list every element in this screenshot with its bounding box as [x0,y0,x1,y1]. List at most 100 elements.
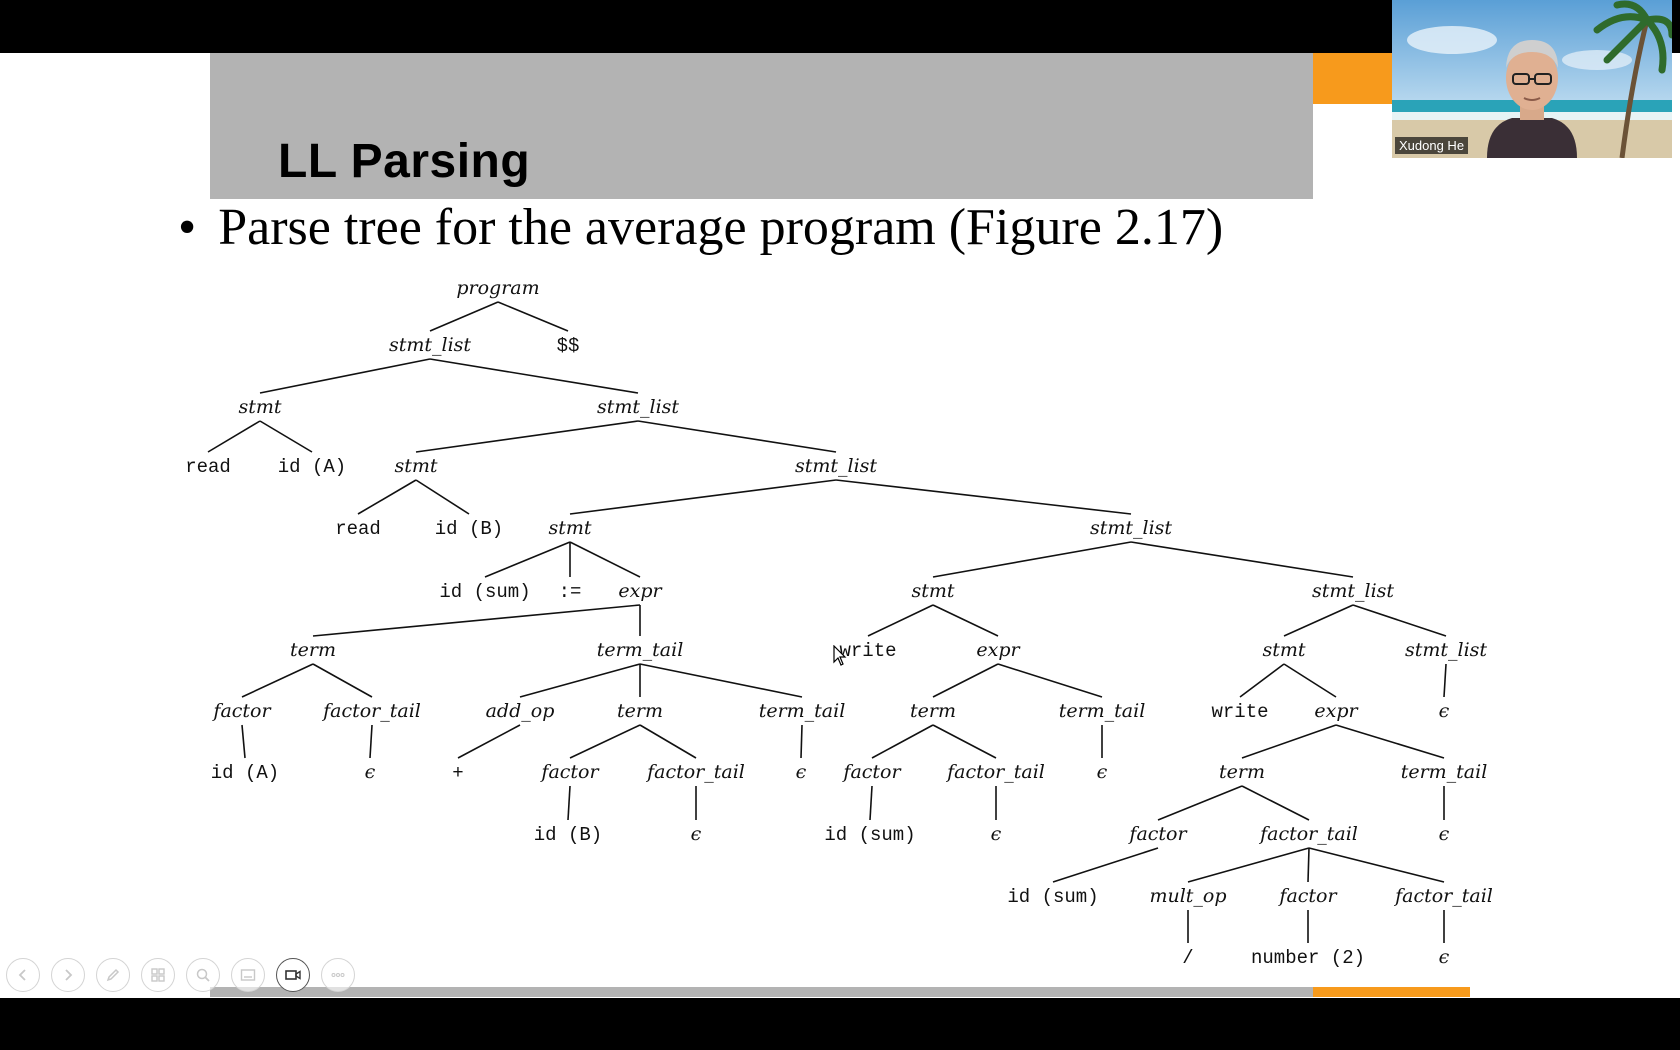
tree-edge [1241,785,1310,821]
tree-node-terminal: id (A) [278,456,346,478]
tree-edge [871,724,934,759]
pen-button[interactable] [96,958,130,992]
tree-node-nonterminal: expr [618,580,663,602]
tree-node-nonterminal: factor [1127,823,1188,845]
tree-edge [835,479,1132,515]
tree-edge [569,724,641,759]
tree-edge [484,541,571,578]
tree-edge [1308,847,1445,883]
tree-node-nonterminal: stmt [394,455,437,477]
tree-node-nonterminal: stmt_list [1090,517,1172,539]
more-options-button[interactable] [321,958,355,992]
tree-node-nonterminal: stmt_list [597,396,679,418]
bullet-text: Parse tree for the average program (Figu… [218,199,1224,256]
tree-node-nonterminal: stmt_list [795,455,877,477]
tree-edge [497,301,569,332]
tree-node-nonterminal: factor [539,761,600,783]
tree-edge [429,301,499,332]
subtitles-button[interactable] [231,958,265,992]
tree-edge [567,785,571,821]
camera-button[interactable] [276,958,310,992]
slide-title: LL Parsing [278,135,531,188]
tree-edge [1130,541,1354,578]
accent-block-bottom [1313,987,1470,997]
tree-node-nonterminal: factor_tail [645,761,745,783]
tree-node-nonterminal: term [617,700,663,722]
prev-slide-button[interactable] [6,958,40,992]
tree-node-nonterminal: ϵ [991,823,1002,845]
slide-grid-button[interactable] [141,958,175,992]
tree-node-nonterminal: term_tail [1059,700,1146,722]
tree-node-nonterminal: stmt [548,517,591,539]
tree-edge [1352,604,1447,637]
tree-edge [569,479,837,515]
tree-edge [312,604,641,637]
tree-node-nonterminal: factor_tail [1258,823,1358,845]
tree-edge [241,663,314,698]
tree-node-nonterminal: mult_op [1149,885,1226,907]
pen-icon [106,968,120,982]
tree-edge [1307,847,1310,883]
tree-node-terminal: id (sum) [439,581,530,603]
ellipsis-icon [331,973,345,977]
tree-node-nonterminal: stmt [1262,639,1305,661]
tree-node-nonterminal: ϵ [365,761,376,783]
next-slide-button[interactable] [51,958,85,992]
magnifier-icon [196,968,210,982]
tree-node-nonterminal: program [456,277,539,299]
tree-node-nonterminal: ϵ [1439,700,1450,722]
tree-edge [1443,663,1447,698]
tree-node-terminal: id (B) [435,518,503,540]
tree-node-nonterminal: factor [211,700,272,722]
zoom-button[interactable] [186,958,220,992]
tree-edge [639,663,803,698]
tree-node-nonterminal: stmt [911,580,954,602]
tree-node-nonterminal: factor [841,761,902,783]
chevron-right-icon [65,969,73,981]
mouse-cursor-icon [833,645,847,666]
tree-node-nonterminal: ϵ [796,761,807,783]
tree-node-terminal: id (A) [211,762,279,784]
slide: LL Parsing •Parse tree for the average p… [0,53,1680,998]
tree-node-terminal: id (sum) [1007,886,1098,908]
tree-edge [800,724,803,759]
participant-name-label: Xudong He [1395,137,1469,154]
tree-node-nonterminal: term [290,639,336,661]
tree-node-terminal: $$ [557,335,580,357]
tree-edge [1241,724,1337,759]
tree-node-nonterminal: stmt [238,396,281,418]
tree-edge [312,663,373,698]
tree-node-nonterminal: stmt_list [389,334,471,356]
tree-node-nonterminal: term_tail [759,700,846,722]
tree-node-nonterminal: factor [1277,885,1338,907]
tree-edge [207,420,261,453]
tree-node-nonterminal: ϵ [691,823,702,845]
tree-node-terminal: id (B) [534,824,602,846]
tree-node-terminal: := [559,581,582,603]
chevron-left-icon [18,969,26,981]
tree-edge [259,420,313,453]
tree-node-terminal: id (sum) [824,824,915,846]
tree-edge [357,479,417,515]
webcam-feed [1392,0,1672,158]
grid-icon [151,968,165,982]
bottom-banner [210,987,1313,997]
tree-node-nonterminal: factor_tail [1393,885,1493,907]
tree-edge [997,663,1103,698]
tree-node-terminal: write [839,640,896,662]
tree-node-nonterminal: term [910,700,956,722]
tree-edge [415,420,639,453]
webcam-video-tile[interactable]: Xudong He [1392,0,1672,158]
tree-edge [1283,663,1337,698]
tree-node-terminal: read [335,518,381,540]
tree-edge [867,604,934,637]
tree-edge [1283,604,1354,637]
tree-node-nonterminal: expr [976,639,1021,661]
tree-node-terminal: / [1182,947,1193,969]
tree-node-nonterminal: factor_tail [945,761,1045,783]
tree-node-terminal: read [185,456,231,478]
tree-node-nonterminal: term_tail [1401,761,1488,783]
tree-edge [569,541,641,578]
tree-node-nonterminal: term [1219,761,1265,783]
